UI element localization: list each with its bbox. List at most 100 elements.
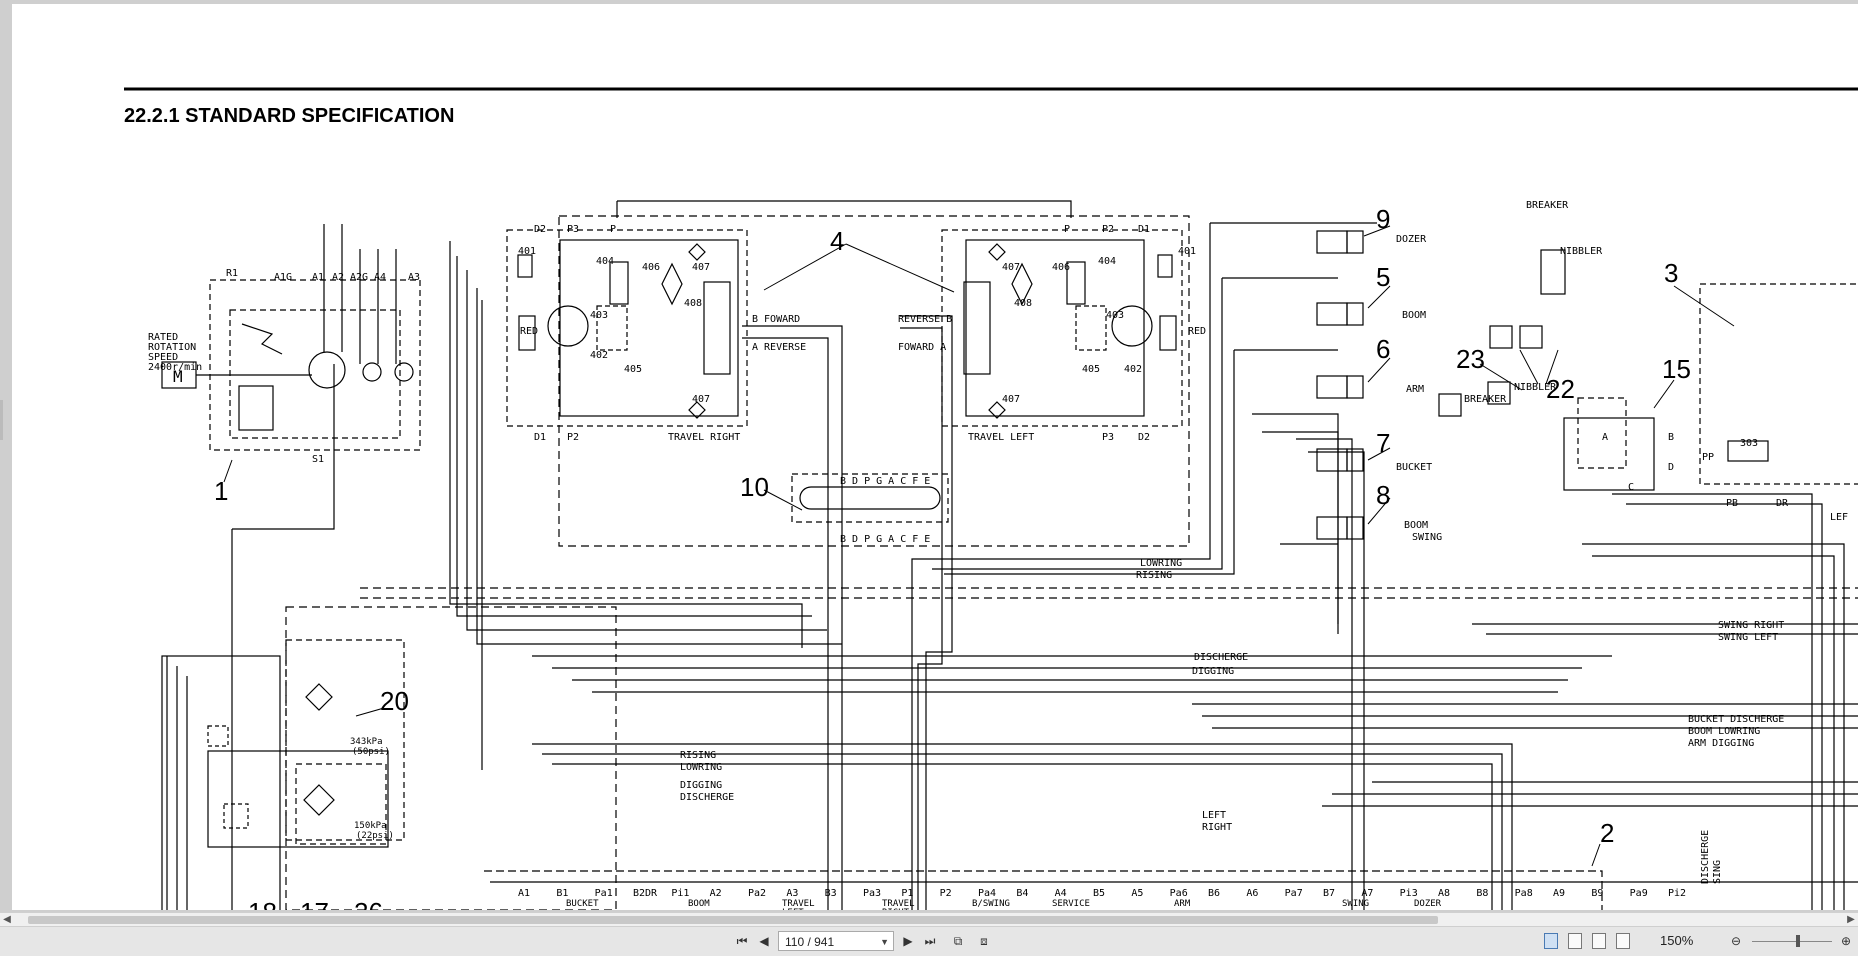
line-label: RISING xyxy=(680,750,716,761)
next-page-icon[interactable]: ▶ xyxy=(903,934,913,948)
valve-port-label: D xyxy=(1668,462,1674,473)
travel-right-port: D1 xyxy=(534,432,546,443)
cv-port-label: B4 xyxy=(1016,888,1028,899)
callout-9: 9 xyxy=(1376,204,1390,234)
cv-port-label: B1 xyxy=(556,888,568,899)
right-block-label: PB xyxy=(1726,498,1738,509)
travel-right-label: TRAVEL RIGHT xyxy=(668,432,740,443)
cv-port-label: A1 xyxy=(518,888,530,899)
chevron-down-icon[interactable]: ▼ xyxy=(880,937,889,947)
line-label: SING xyxy=(1712,860,1723,884)
cv-port-label: A8 xyxy=(1438,888,1450,899)
travel-left-port: P2 xyxy=(1102,224,1114,235)
fit-width-icon[interactable]: ⧈ xyxy=(980,934,988,948)
callout-26: 26 xyxy=(354,897,383,910)
rated-speed-label: ROTATION xyxy=(148,342,196,353)
page-number-field[interactable]: 110 / 941 ▼ xyxy=(778,931,894,951)
pump-port-label: A4 xyxy=(374,272,386,283)
single-page-icon[interactable] xyxy=(1544,933,1558,949)
callout-5: 5 xyxy=(1376,262,1390,292)
zoom-slider[interactable] xyxy=(1752,941,1832,942)
last-page-icon[interactable]: ⏭ xyxy=(924,934,936,948)
prev-page-icon[interactable]: ◀ xyxy=(759,934,769,948)
line-label: RISING xyxy=(1136,570,1172,581)
viewer-toolbar: ⏮ ◀ 110 / 941 ▼ ▶ ⏭ ⧉ ⧈ 150% ⊖ ⊕ xyxy=(0,926,1858,956)
callout-23: 23 xyxy=(1456,344,1485,374)
cv-port-label: P1 xyxy=(901,888,913,899)
breaker-label: BREAKER xyxy=(1526,200,1569,211)
nibbler-label: NIBBLER xyxy=(1514,382,1557,393)
cv-port-label: B6 xyxy=(1208,888,1220,899)
component-label: 406 xyxy=(642,262,660,273)
cv-port-label: Pa8 xyxy=(1515,888,1533,899)
first-page-icon[interactable]: ⏮ xyxy=(736,934,748,948)
component-label: 407 xyxy=(692,262,710,273)
component-label: 401 xyxy=(1178,246,1196,257)
actuator-label: ARM xyxy=(1406,384,1424,395)
component-label: 404 xyxy=(1098,256,1116,267)
valve-port-label: B xyxy=(1668,432,1674,443)
pump-port-label: A2G xyxy=(350,272,368,283)
direction-label: B FOWARD xyxy=(752,314,800,325)
red-label: RED xyxy=(520,326,538,337)
callout-17: 17 xyxy=(300,897,329,910)
cv-port-label: P2 xyxy=(940,888,952,899)
right-block-label: LEF xyxy=(1830,512,1848,523)
line-label: LEFT xyxy=(1202,810,1226,821)
cv-section-label: BUCKET xyxy=(566,899,599,909)
component-label: 401 xyxy=(518,246,536,257)
component-label: 407 xyxy=(1002,262,1020,273)
rated-speed-label: 2400r/min xyxy=(148,362,202,373)
fit-icon[interactable]: ⧉ xyxy=(953,934,963,948)
zoom-out-icon[interactable]: ⊖ xyxy=(1730,934,1742,948)
callout-18: 18 xyxy=(248,897,277,910)
scroll-thumb[interactable] xyxy=(28,916,1438,924)
right-block-label: PP xyxy=(1702,452,1714,463)
two-page-icon[interactable] xyxy=(1592,933,1606,949)
zoom-in-icon[interactable]: ⊕ xyxy=(1840,934,1852,948)
scroll-left-icon[interactable]: ◀ xyxy=(3,914,11,925)
component-label: 407 xyxy=(1002,394,1020,405)
two-continuous-icon[interactable] xyxy=(1616,933,1630,949)
pump-port-label: R1 xyxy=(226,268,238,279)
zoom-level[interactable]: 150% xyxy=(1660,933,1694,948)
line-label: DIGGING xyxy=(1192,666,1234,677)
travel-left-port: P3 xyxy=(1102,432,1114,443)
cv-port-label: A6 xyxy=(1246,888,1258,899)
right-block-label: 303 xyxy=(1740,438,1758,449)
component-label: 405 xyxy=(1082,364,1100,375)
component-label: 408 xyxy=(684,298,702,309)
cv-section-label: SWING xyxy=(1342,899,1369,909)
hydraulic-schematic: 22.2.1 STANDARD SPECIFICATION xyxy=(124,87,1858,910)
cv-port-label: A4 xyxy=(1055,888,1067,899)
cv-port-label: B3 xyxy=(825,888,837,899)
cv-section-label: RIGHT xyxy=(882,908,910,910)
rated-speed-label: SPEED xyxy=(148,352,178,363)
pump-port-label: S1 xyxy=(312,454,324,465)
zoom-slider-thumb[interactable] xyxy=(1796,935,1800,947)
cv-section-label: TRAVEL xyxy=(882,899,915,909)
cv-section-label: LEFT xyxy=(782,908,804,910)
cv-port-label: B5 xyxy=(1093,888,1105,899)
cv-port-label: B2DR xyxy=(633,888,658,899)
cv-port-label: Pi3 xyxy=(1400,888,1418,899)
callout-3: 3 xyxy=(1664,258,1678,288)
motor-label: M xyxy=(173,367,183,386)
line-label: SWING RIGHT xyxy=(1718,620,1784,631)
rated-speed-label: RATED xyxy=(148,332,178,343)
travel-left-label: TRAVEL LEFT xyxy=(968,432,1034,443)
component-label: 403 xyxy=(1106,310,1124,321)
horizontal-scrollbar[interactable]: ◀ ▶ xyxy=(0,912,1858,927)
cv-port-label: B8 xyxy=(1476,888,1488,899)
actuator-label: BOOM xyxy=(1404,520,1428,531)
pump-port-label: A3 xyxy=(408,272,420,283)
cv-port-label: Pa4 xyxy=(978,888,996,899)
line-label: BOOM LOWRING xyxy=(1688,726,1760,737)
callout-6: 6 xyxy=(1376,334,1390,364)
scroll-right-icon[interactable]: ▶ xyxy=(1847,914,1855,925)
valve-port-label: A xyxy=(1602,432,1608,443)
continuous-icon[interactable] xyxy=(1568,933,1582,949)
line-label: DISCHERGE xyxy=(1700,830,1711,884)
relief-psi: (22psi) xyxy=(356,831,394,841)
travel-left-port: P xyxy=(1064,224,1070,235)
